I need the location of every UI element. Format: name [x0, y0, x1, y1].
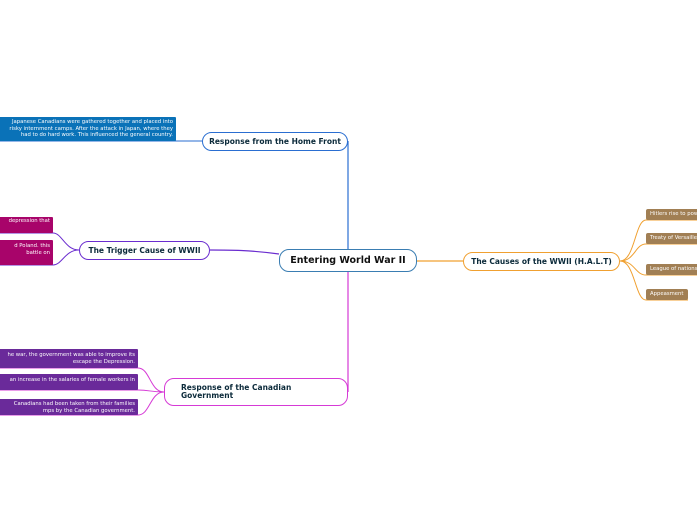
subtopic-line: Canadians had been taken from their fami… — [13, 401, 135, 407]
subtopic-home-front-1[interactable]: Japanese Canadians were gathered togethe… — [0, 117, 176, 141]
link-cause-1 — [619, 219, 647, 262]
link-gov-leaf-3 — [137, 391, 165, 416]
subtopic-line: an increase in the salaries of female wo… — [9, 377, 135, 383]
subtopic-line: had to do hard work. This influenced the… — [20, 132, 173, 139]
subtopic-government-3[interactable]: Canadians had been taken from their fami… — [0, 399, 138, 415]
subtopic-trigger-1[interactable]: depression that — [0, 217, 53, 233]
topic-causes-label: The Causes of the WWII (H.A.L.T) — [471, 257, 612, 266]
subtopic-line: Japanese Canadians were gathered togethe… — [11, 119, 173, 125]
topic-trigger-cause[interactable]: The Trigger Cause of WWII — [79, 241, 210, 260]
subtopic-cause-4[interactable]: Appeasment — [646, 289, 688, 300]
subtopic-trigger-2[interactable]: d Poland. this battle on — [0, 240, 53, 265]
root-topic-label: Entering World War II — [290, 255, 406, 266]
topic-home-front-label: Response from the Home Front — [209, 137, 341, 146]
link-cause-3 — [619, 260, 647, 276]
topic-home-front[interactable]: Response from the Home Front — [202, 132, 348, 151]
link-cause-4 — [619, 260, 647, 301]
subtopic-line: he war, the government was able to impro… — [7, 352, 135, 358]
link-root-trigger — [209, 249, 280, 255]
subtopic-line: risky internment camps. After the attack… — [9, 125, 173, 132]
link-cause-2 — [619, 243, 647, 262]
subtopic-government-2[interactable]: an increase in the salaries of female wo… — [0, 374, 138, 390]
link-trigger-leaf-2 — [52, 249, 80, 266]
subtopic-line: escape the Depression. — [72, 358, 135, 365]
subtopic-line: battle on — [26, 249, 50, 256]
subtopic-cause-2[interactable]: Treaty of Versailles — [646, 233, 697, 244]
subtopic-government-1[interactable]: he war, the government was able to impro… — [0, 349, 138, 368]
subtopic-line: depression that — [8, 218, 50, 224]
subtopic-cause-1[interactable]: Hitlers rise to power — [646, 209, 697, 220]
subtopic-line: d Poland. this — [14, 243, 50, 249]
topic-canadian-government[interactable]: Response of the Canadian Government — [164, 378, 348, 406]
topic-trigger-cause-label: The Trigger Cause of WWII — [88, 246, 201, 255]
subtopic-cause-3[interactable]: League of nations — [646, 264, 697, 275]
link-trigger-leaf-1 — [52, 232, 80, 251]
topic-causes[interactable]: The Causes of the WWII (H.A.L.T) — [463, 252, 620, 271]
subtopic-line: mps by the Canadian government. — [42, 407, 135, 414]
topic-canadian-government-label: Response of the Canadian Government — [181, 383, 292, 400]
root-topic[interactable]: Entering World War II — [279, 249, 417, 272]
link-gov-leaf-1 — [137, 367, 165, 393]
